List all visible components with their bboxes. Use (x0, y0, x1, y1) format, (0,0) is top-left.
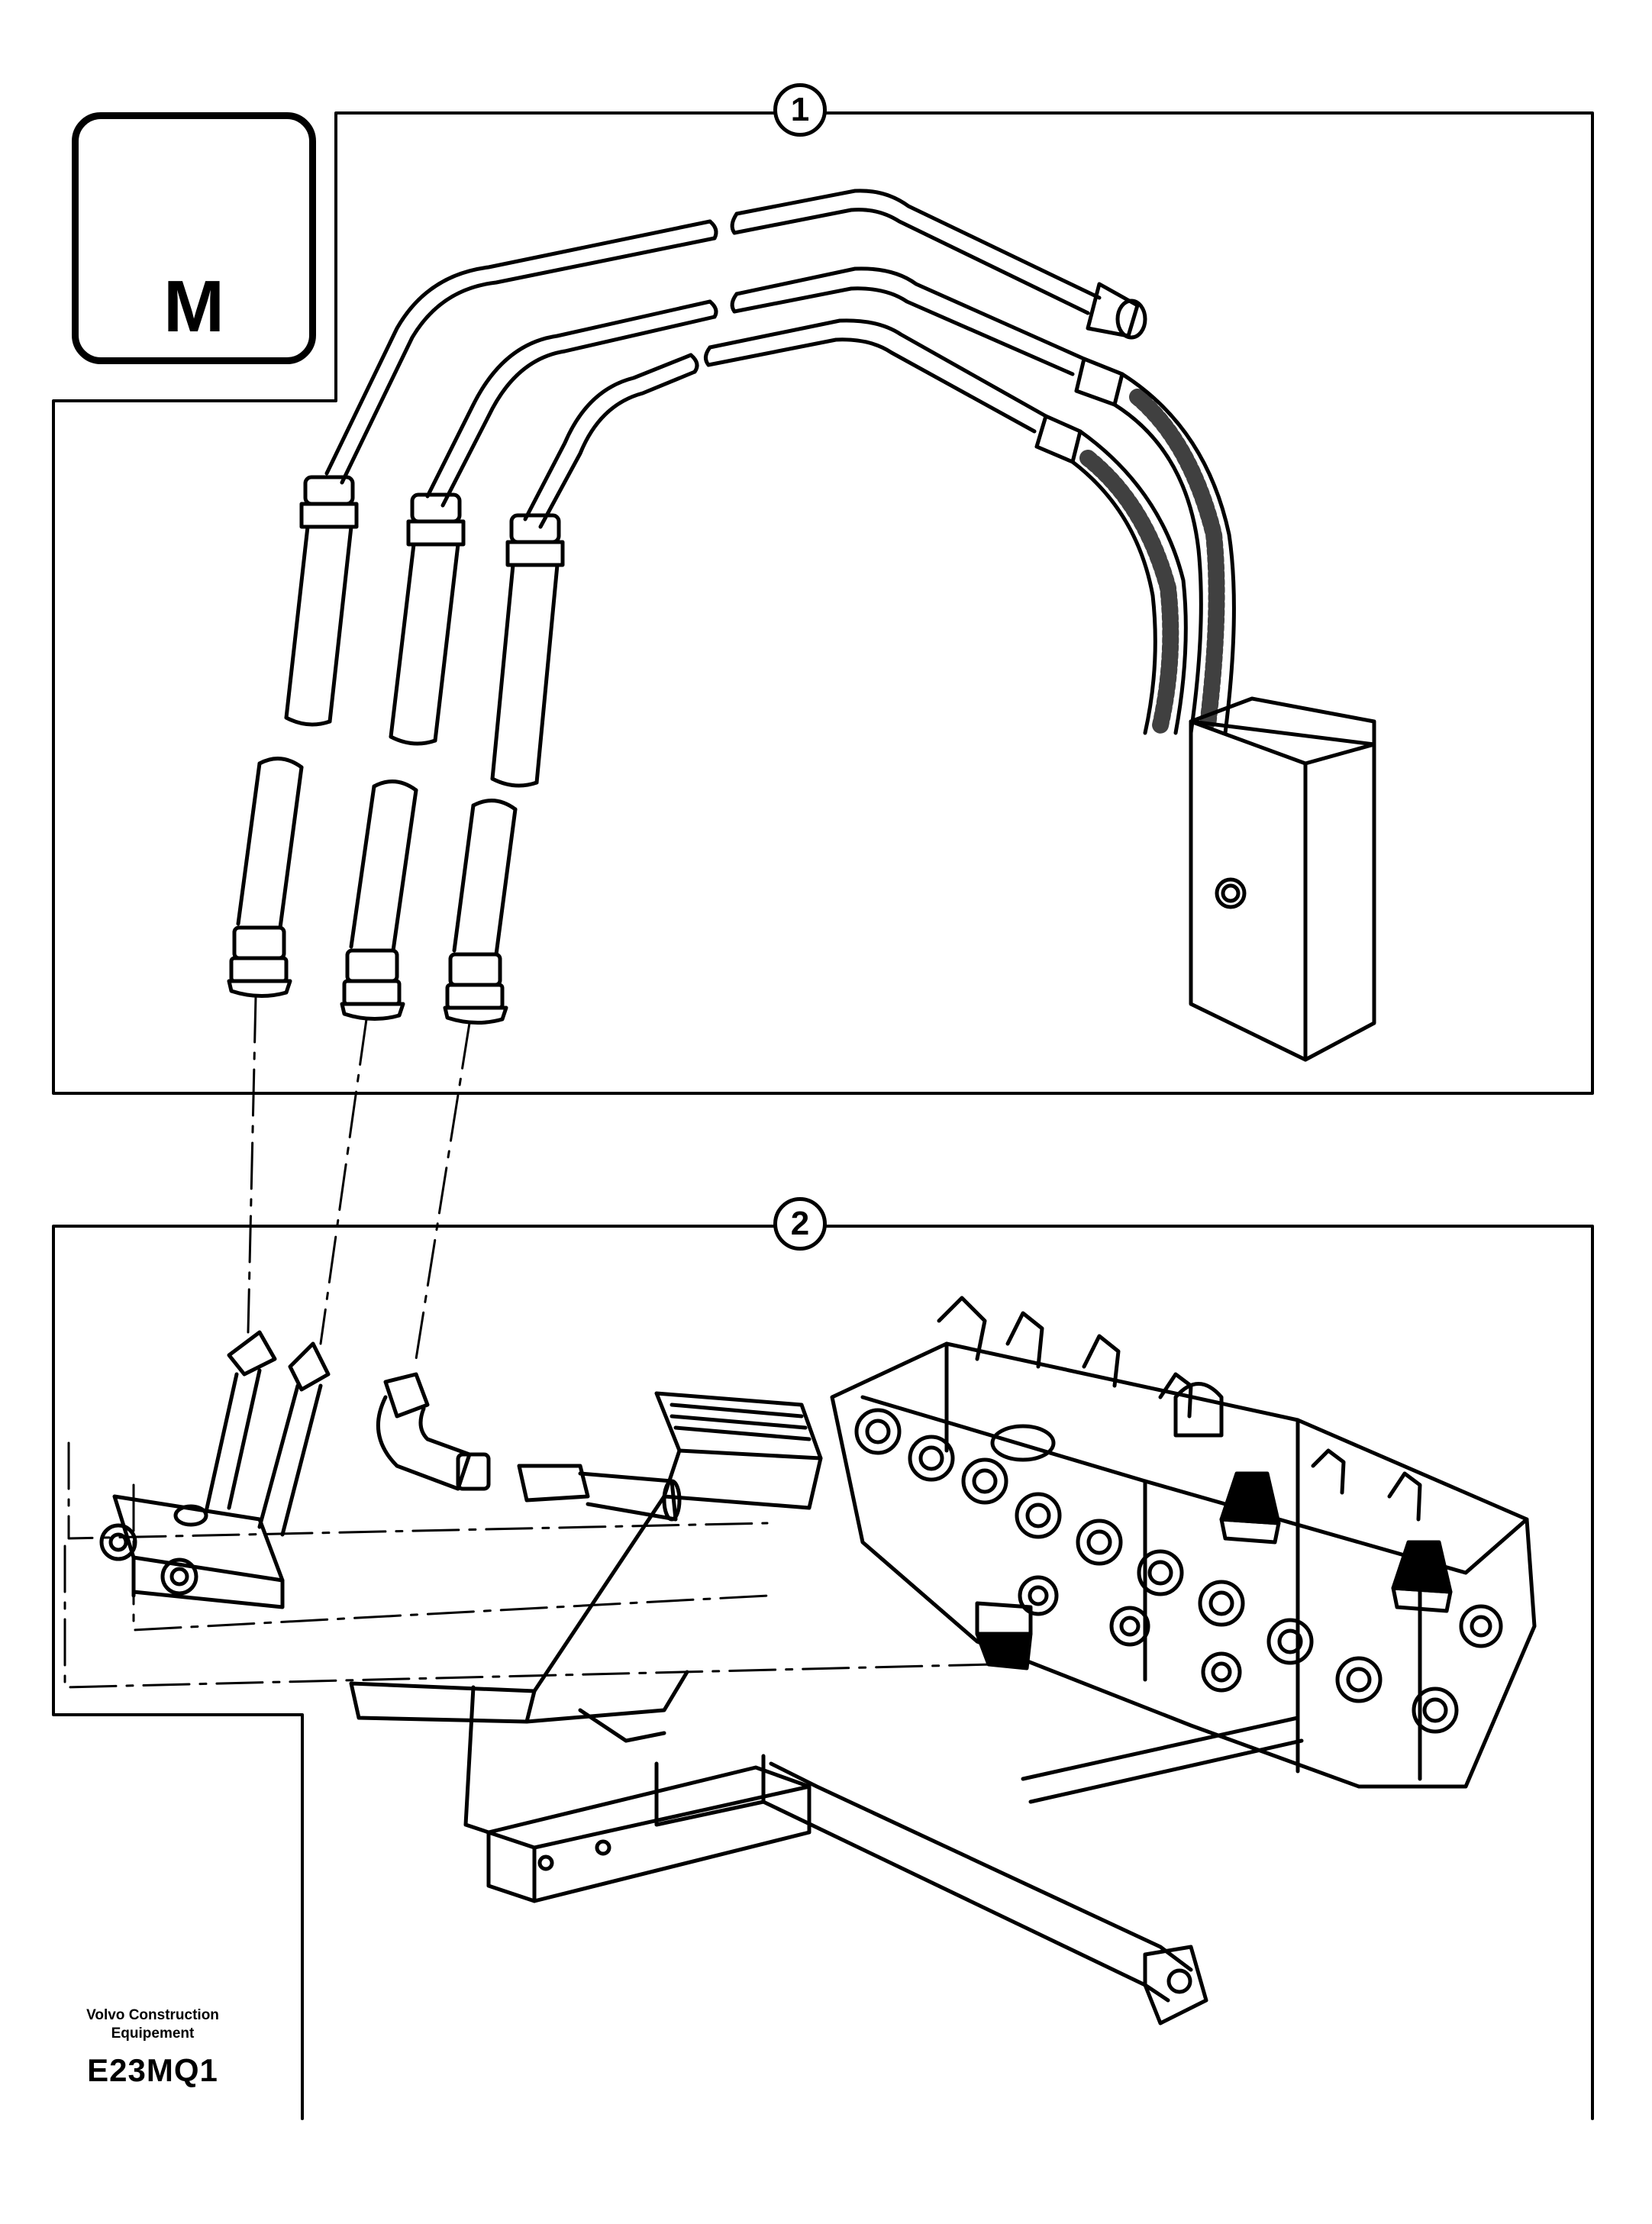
foot-pedal (349, 1391, 823, 1743)
hose-left-2 (340, 492, 466, 1022)
section-1-frame (52, 111, 1594, 1095)
pipe-1 (324, 219, 712, 476)
drawing-code: E23MQ1 (87, 2052, 218, 2088)
model-badge-letter: M (163, 266, 224, 347)
tube-fittings (99, 1330, 331, 1609)
footer: Volvo Construction Equipement E23MQ1 (53, 2006, 252, 2089)
linkage-bar (463, 1685, 1304, 2025)
mounting-bracket (1189, 696, 1376, 1062)
section-2-frame (52, 1225, 1594, 2120)
braided-hoses (1034, 357, 1236, 735)
model-badge: M (72, 112, 316, 364)
section-number-2: 2 (773, 1197, 827, 1251)
control-valve-block (830, 1296, 1537, 1789)
pipe-3 (523, 353, 693, 521)
hose-left-1 (227, 475, 359, 999)
section-number-1: 1 (773, 83, 827, 137)
hose-kit (227, 189, 1376, 1062)
connection-leaders (63, 995, 994, 1689)
company-name: Volvo Construction Equipement (86, 2007, 219, 2042)
pipe-2 (425, 299, 712, 499)
hose-left-3 (443, 513, 565, 1025)
elbow-fitting (376, 1372, 682, 1522)
valve-assembly (99, 1296, 1537, 2025)
